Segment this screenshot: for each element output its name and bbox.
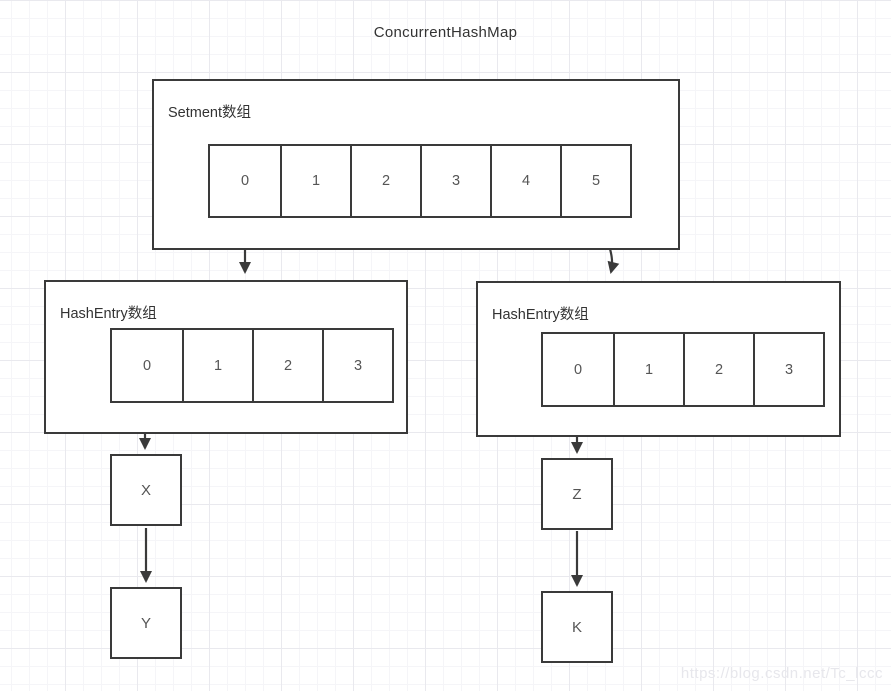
hashentry-right-container: HashEntry数组 0 1 2 3 (476, 281, 841, 437)
hashentry-right-cell-2: 2 (683, 334, 753, 405)
hashentry-right-cell-1: 1 (613, 334, 683, 405)
hashentry-left-cell-2: 2 (252, 330, 322, 401)
hashentry-left-cell-1: 1 (182, 330, 252, 401)
segment-array-container: Setment数组 0 1 2 3 4 5 (152, 79, 680, 250)
diagram-title: ConcurrentHashMap (373, 24, 518, 41)
hashentry-left-cell-0: 0 (142, 357, 152, 374)
hashentry-right-cell-3: 3 (753, 334, 823, 405)
hashentry-right-label: HashEntry数组 (492, 307, 589, 323)
node-z: Z (541, 458, 613, 530)
hashentry-left-container: HashEntry数组 0 1 2 3 (44, 280, 408, 434)
segment-cell-0: 0 (240, 173, 250, 189)
node-k: K (541, 591, 613, 663)
hashentry-left-label: HashEntry数组 (60, 306, 157, 322)
segment-cell-2: 2 (350, 146, 420, 216)
hashentry-right-array: 0 1 2 3 (541, 332, 825, 407)
hashentry-left-array: 0 1 2 3 (110, 328, 394, 403)
node-x: X (110, 454, 182, 526)
segment-cell-4: 4 (490, 146, 560, 216)
hashentry-right-cell-0: 0 (573, 361, 583, 378)
watermark-text: https://blog.csdn.net/Tc_lccc (680, 665, 883, 682)
segment-cell-1: 1 (280, 146, 350, 216)
hashentry-left-cell-3: 3 (322, 330, 392, 401)
node-y: Y (110, 587, 182, 659)
segment-array: 0 1 2 3 4 5 (208, 144, 632, 218)
segment-array-label: Setment数组 (168, 105, 251, 121)
segment-cell-5: 5 (560, 146, 630, 216)
segment-cell-3: 3 (420, 146, 490, 216)
